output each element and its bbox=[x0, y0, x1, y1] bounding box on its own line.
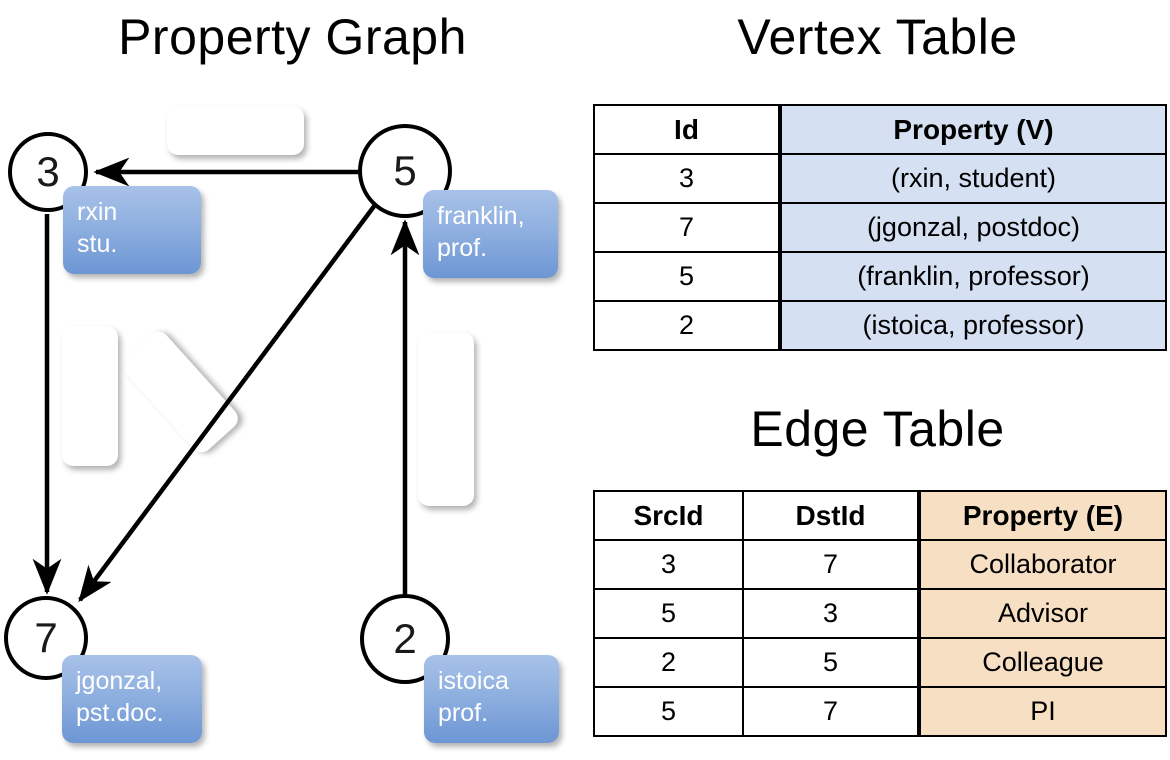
vertex-property-cell: (jgonzal, postdoc) bbox=[778, 202, 1167, 253]
vertex-table-title: Vertex Table bbox=[737, 9, 1018, 65]
vertex-id-cell: 3 bbox=[593, 153, 781, 204]
graph-node-2[interactable]: 2 bbox=[360, 594, 450, 684]
property-graph-title: Property Graph bbox=[118, 9, 467, 65]
graph-edges bbox=[32, 157, 420, 603]
edge-table-header-srcid: SrcId bbox=[593, 490, 744, 541]
table-row[interactable]: 7 (jgonzal, postdoc) bbox=[593, 202, 1167, 253]
edge-dstid-cell: 5 bbox=[742, 637, 920, 688]
edge-dstid-cell: 7 bbox=[742, 539, 920, 590]
table-row[interactable]: 2 5 Colleague bbox=[593, 637, 1167, 688]
edge-table-header-dstid: DstId bbox=[742, 490, 920, 541]
edge-label-pi-text: PI bbox=[160, 372, 200, 411]
property-graph-figure: 3 5 7 2 rxin stu. franklin, prof. jgonza… bbox=[4, 106, 559, 743]
edge-srcid-cell: 5 bbox=[593, 686, 744, 737]
edge-table-header-property: Property (E) bbox=[917, 490, 1167, 541]
graph-node-5-label: 5 bbox=[393, 147, 417, 194]
edge-table-title: Edge Table bbox=[750, 401, 1005, 457]
vertex-badge-rxin: rxin stu. bbox=[63, 186, 201, 274]
table-row[interactable]: 5 7 PI bbox=[593, 686, 1167, 737]
vertex-table: Id Property (V) 3 (rxin, student) 7 (jgo… bbox=[593, 104, 1167, 351]
graph-node-5[interactable]: 5 bbox=[358, 124, 452, 218]
vertex-badge-rxin-line2: stu. bbox=[77, 230, 118, 258]
table-row[interactable]: 3 7 Collaborator bbox=[593, 539, 1167, 590]
vertex-property-cell: (istoica, professor) bbox=[778, 300, 1167, 351]
edge-label-advisor-text: Advisor bbox=[192, 115, 279, 145]
vertex-badge-rxin-line1: rxin bbox=[77, 198, 118, 226]
vertex-property-cell: (franklin, professor) bbox=[778, 251, 1167, 302]
vertex-badge-franklin-line2: prof. bbox=[437, 234, 488, 262]
edge-srcid-cell: 5 bbox=[593, 588, 744, 639]
table-row[interactable]: 2 (istoica, professor) bbox=[593, 300, 1167, 351]
table-row[interactable]: 5 (franklin, professor) bbox=[593, 251, 1167, 302]
vertex-table-header-row: Id Property (V) bbox=[593, 104, 1167, 155]
edge-5-to-7 bbox=[78, 203, 377, 603]
edge-dstid-cell: 7 bbox=[742, 686, 920, 737]
edge-table-header-row: SrcId DstId Property (E) bbox=[593, 490, 1167, 541]
edge-label-colleague-text: Colleague bbox=[431, 360, 462, 478]
vertex-badge-jgonzal-line1: jgonzal, bbox=[76, 667, 163, 695]
vertex-badge-franklin: franklin, prof. bbox=[423, 190, 558, 278]
vertex-badge-istoica-line2: prof. bbox=[438, 699, 489, 727]
vertex-id-cell: 7 bbox=[593, 202, 781, 253]
edge-label-collab: Collab. bbox=[62, 326, 118, 466]
graph-node-2-label: 2 bbox=[393, 615, 417, 662]
edge-property-cell: Colleague bbox=[917, 637, 1167, 688]
table-row[interactable]: 3 (rxin, student) bbox=[593, 153, 1167, 204]
graph-node-3-label: 3 bbox=[36, 148, 60, 195]
vertex-badge-istoica-line1: istoica bbox=[438, 667, 509, 695]
edge-table: SrcId DstId Property (E) 3 7 Collaborato… bbox=[593, 490, 1167, 737]
table-row[interactable]: 5 3 Advisor bbox=[593, 588, 1167, 639]
vertex-id-cell: 5 bbox=[593, 251, 781, 302]
vertex-id-cell: 2 bbox=[593, 300, 781, 351]
vertex-badge-jgonzal: jgonzal, pst.doc. bbox=[62, 655, 202, 743]
edge-label-advisor: Advisor bbox=[167, 106, 304, 155]
vertex-property-cell: (rxin, student) bbox=[778, 153, 1167, 204]
edge-property-cell: Advisor bbox=[917, 588, 1167, 639]
edge-property-cell: Collaborator bbox=[917, 539, 1167, 590]
vertex-table-header-property: Property (V) bbox=[778, 104, 1167, 155]
graph-node-7-label: 7 bbox=[34, 614, 58, 661]
vertex-badge-istoica: istoica prof. bbox=[424, 655, 559, 743]
vertex-badge-jgonzal-line2: pst.doc. bbox=[76, 699, 164, 727]
edge-label-collab-text: Collab. bbox=[75, 355, 106, 437]
edge-dstid-cell: 3 bbox=[742, 588, 920, 639]
vertex-table-header-id: Id bbox=[593, 104, 781, 155]
edge-srcid-cell: 2 bbox=[593, 637, 744, 688]
vertex-badge-franklin-line1: franklin, bbox=[437, 202, 525, 230]
edge-srcid-cell: 3 bbox=[593, 539, 744, 590]
edge-label-colleague: Colleague bbox=[418, 332, 474, 506]
edge-property-cell: PI bbox=[917, 686, 1167, 737]
